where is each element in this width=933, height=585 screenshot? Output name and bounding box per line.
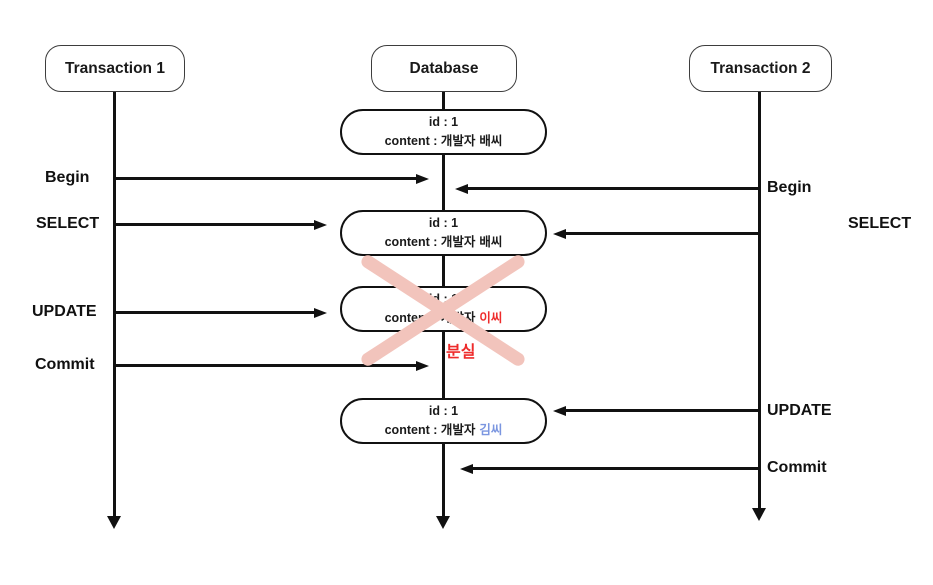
lost-annotation: 분실 (446, 344, 476, 361)
t1-select-label: SELECT (36, 215, 100, 232)
db-state-id: id : 1 (428, 115, 459, 130)
t1-commit-arrow (115, 364, 417, 367)
t2-begin-label: Begin (767, 179, 812, 196)
t2-update-arrow (565, 409, 760, 412)
t1-begin-arrow (115, 177, 417, 180)
db-state-id: id : 1 (428, 216, 459, 231)
actor-label: Transaction 1 (65, 59, 165, 77)
t1-update-label: UPDATE (32, 303, 97, 320)
actor-box-transaction-2: Transaction 2 (689, 45, 832, 92)
arrow-down-icon (436, 516, 450, 529)
t2-commit-label: Commit (767, 459, 827, 476)
db-state-id: id : 1 (428, 404, 459, 419)
final-value: 김씨 (479, 423, 503, 437)
t1-select-arrow (115, 223, 315, 226)
t1-update-arrow (115, 311, 315, 314)
lost-value: 이씨 (479, 311, 503, 325)
t2-select-arrow (565, 232, 760, 235)
actor-label: Transaction 2 (710, 59, 811, 77)
t2-select-label: SELECT (848, 215, 912, 232)
lifeline-transaction-2 (758, 92, 761, 508)
arrow-down-icon (107, 516, 121, 529)
actor-box-database: Database (371, 45, 517, 92)
actor-box-transaction-1: Transaction 1 (45, 45, 185, 92)
t1-begin-label: Begin (45, 169, 90, 186)
t2-commit-arrow (472, 467, 760, 470)
t2-begin-arrow (467, 187, 760, 190)
t1-commit-label: Commit (35, 356, 95, 373)
lifeline-transaction-1 (113, 92, 116, 516)
actor-label: Database (409, 59, 479, 77)
t2-update-label: UPDATE (767, 402, 832, 419)
arrow-down-icon (752, 508, 766, 521)
